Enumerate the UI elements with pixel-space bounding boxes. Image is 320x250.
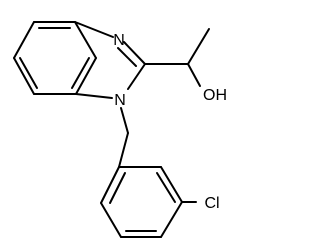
hydroxyl-label: OH: [203, 87, 227, 104]
molecule-structure: N N OH Cl: [13, 21, 227, 238]
bond-aryl-1: [100, 166, 120, 204]
bond-ch-oh: [187, 63, 201, 87]
bond-n1-ch2: [120, 107, 129, 134]
bond-ch2-aryl: [118, 132, 129, 168]
bond-aryl-5: [160, 166, 183, 203]
substituted-nitrogen-label: N: [114, 92, 126, 109]
bond-benzo-6: [13, 21, 35, 59]
atom-labels: N N OH Cl: [113, 32, 227, 212]
imidazole-nitrogen-label: N: [113, 32, 125, 49]
bond-n3-c2-inner: [117, 47, 137, 67]
bond-c2-n1: [127, 63, 146, 90]
bond-aryl-2: [100, 202, 122, 238]
bond-benzo-3-inner: [71, 57, 90, 89]
bond-aryl-1-inner: [109, 172, 126, 204]
bond-benzo-3: [75, 57, 97, 95]
bond-benzo-5-inner: [19, 57, 38, 89]
bond-aryl-4: [160, 201, 183, 238]
bond-benzo-2: [74, 21, 97, 59]
bond-ch-methyl: [187, 28, 210, 65]
bond-n1-c3a: [75, 93, 113, 99]
bond-aryl-5-inner: [156, 172, 176, 203]
chlorine-label: Cl: [204, 195, 219, 212]
bonds: [13, 21, 210, 238]
bond-n3-c2: [123, 41, 146, 65]
bond-c7a-n3: [74, 21, 114, 38]
bond-benzo-5: [13, 57, 35, 95]
